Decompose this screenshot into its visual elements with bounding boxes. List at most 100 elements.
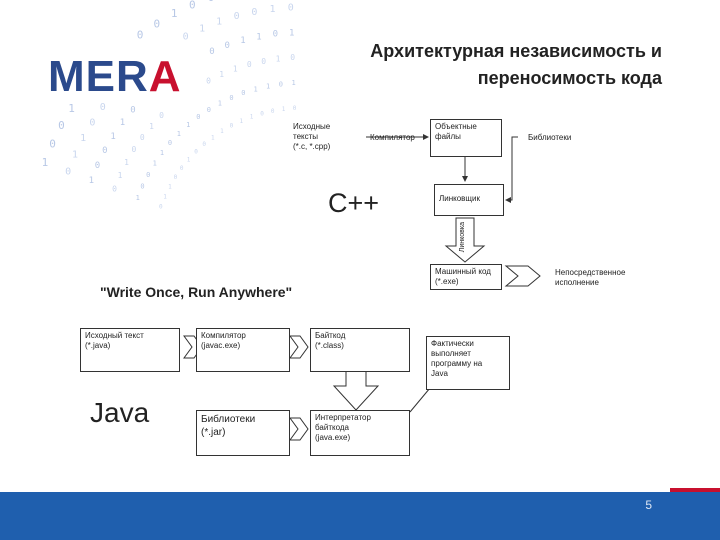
binary-digit: 0 [271, 108, 275, 115]
java-bytecode-box: Байткод (*.class) [310, 328, 410, 372]
cpp-link-label: Линковка [459, 222, 466, 253]
binary-digit: 1 [177, 130, 181, 138]
binary-digit: 0 [95, 161, 100, 171]
binary-digit: 0 [261, 57, 266, 66]
binary-digit: 0 [189, 0, 196, 11]
binary-digit: 0 [207, 106, 211, 114]
binary-digit: 0 [154, 17, 161, 30]
cpp-compiler-label: Компилятор [370, 133, 415, 142]
binary-digit: 0 [194, 149, 198, 156]
binary-digit: 1 [266, 82, 270, 90]
slide-title: Архитектурная независимость и переносимо… [222, 38, 662, 92]
binary-digit: 1 [186, 121, 190, 129]
logo-text: MER [48, 52, 149, 101]
binary-digit: 1 [89, 176, 94, 186]
binary-digit: 0 [229, 94, 233, 102]
binary-digit: 1 [149, 122, 154, 131]
binary-digit: 1 [118, 171, 123, 180]
java-bytecode-down-arrow [332, 370, 380, 411]
binary-digit: 0 [58, 119, 65, 132]
binary-digit: 0 [247, 60, 252, 69]
binary-digit: 0 [146, 171, 150, 179]
binary-digit: 1 [240, 118, 244, 125]
binary-digit: 0 [159, 204, 163, 211]
title-line-2: переносимость кода [477, 68, 662, 88]
binary-digit: 0 [202, 141, 206, 148]
binary-digit: 0 [208, 0, 215, 4]
binary-digit: 0 [140, 133, 145, 142]
binary-digit: 1 [250, 114, 254, 121]
binary-digit: 1 [276, 55, 281, 64]
java-interpreter-box: Интерпретатор байткода (java.exe) [310, 410, 410, 456]
binary-digit: 0 [159, 111, 164, 120]
binary-digit: 1 [289, 28, 294, 38]
binary-digit: 1 [199, 23, 205, 34]
binary-digit: 1 [160, 149, 164, 157]
binary-digit: 0 [288, 2, 294, 13]
java-libraries-box: Библиотеки (*.jar) [196, 410, 290, 456]
binary-digit: 1 [72, 150, 78, 161]
page-number: 5 [645, 498, 652, 512]
binary-digit: 0 [130, 105, 135, 115]
binary-digit: 0 [100, 102, 106, 113]
footer-accent-stripe [670, 488, 720, 492]
binary-digit: 0 [49, 137, 56, 150]
binary-digit: 1 [163, 194, 167, 201]
binary-digit: 0 [234, 11, 240, 22]
binary-digit: 0 [209, 47, 214, 57]
binary-digit: 0 [137, 29, 144, 42]
binary-digit: 0 [290, 53, 295, 62]
java-chevron-3 [289, 417, 309, 441]
java-source-box: Исходный текст (*.java) [80, 328, 180, 372]
binary-digit: 1 [136, 194, 140, 202]
binary-digit: 0 [174, 174, 178, 181]
cpp-machine-code-box: Машинный код (*.exe) [430, 264, 502, 290]
binary-digit: 0 [273, 30, 278, 40]
footer-bar: 5 [0, 488, 720, 540]
binary-digit: 1 [110, 132, 115, 142]
java-note-pointer [409, 387, 431, 413]
binary-digit: 1 [42, 156, 49, 169]
binary-digit: 0 [279, 80, 283, 88]
binary-digit: 0 [65, 167, 71, 178]
binary-digit: 1 [168, 184, 172, 191]
binary-digit: 1 [218, 100, 222, 108]
cpp-library-to-linker-line [505, 136, 518, 203]
binary-digit: 1 [187, 157, 191, 164]
cpp-libraries-label: Библиотеки [528, 133, 572, 142]
binary-digit: 1 [282, 106, 286, 113]
binary-digit: 1 [233, 65, 238, 74]
binary-digit: 0 [206, 76, 211, 85]
binary-digit: 1 [240, 36, 245, 46]
binary-digit: 0 [168, 139, 172, 147]
binary-digit: 0 [132, 145, 137, 154]
binary-digit: 1 [80, 133, 86, 144]
java-chevron-2 [289, 335, 309, 359]
binary-digit: 0 [102, 146, 107, 156]
binary-digit: 1 [120, 118, 125, 128]
cpp-direct-exec-label: Непосредственное исполнение [555, 268, 626, 287]
cpp-object-files-box: Объектные файлы [430, 119, 502, 157]
binary-digit: 0 [241, 89, 245, 97]
cpp-heading: C++ [328, 188, 380, 218]
cpp-link-block-arrow [444, 217, 486, 263]
logo-accent: A [148, 52, 182, 101]
binary-digit: 0 [112, 185, 117, 194]
binary-digit: 0 [251, 7, 257, 18]
binary-digit: 0 [260, 110, 264, 117]
binary-digit: 1 [68, 102, 75, 115]
binary-digit: 1 [270, 4, 276, 15]
binary-digit: 1 [211, 134, 215, 141]
java-heading: Java [90, 397, 150, 428]
binary-digit: 1 [220, 128, 224, 135]
binary-digit: 0 [140, 182, 144, 190]
binary-digit: 0 [293, 105, 297, 112]
cpp-exec-chevron [504, 265, 541, 287]
cpp-source-label: Исходные тексты (*.c, *.cpp) [293, 122, 331, 151]
mera-logo: MERA [48, 52, 182, 102]
slogan-text: "Write Once, Run Anywhere" [100, 284, 293, 300]
cpp-linker-box: Линковщик [434, 184, 504, 216]
binary-digit: 1 [124, 158, 129, 167]
binary-digit: 0 [196, 113, 200, 121]
